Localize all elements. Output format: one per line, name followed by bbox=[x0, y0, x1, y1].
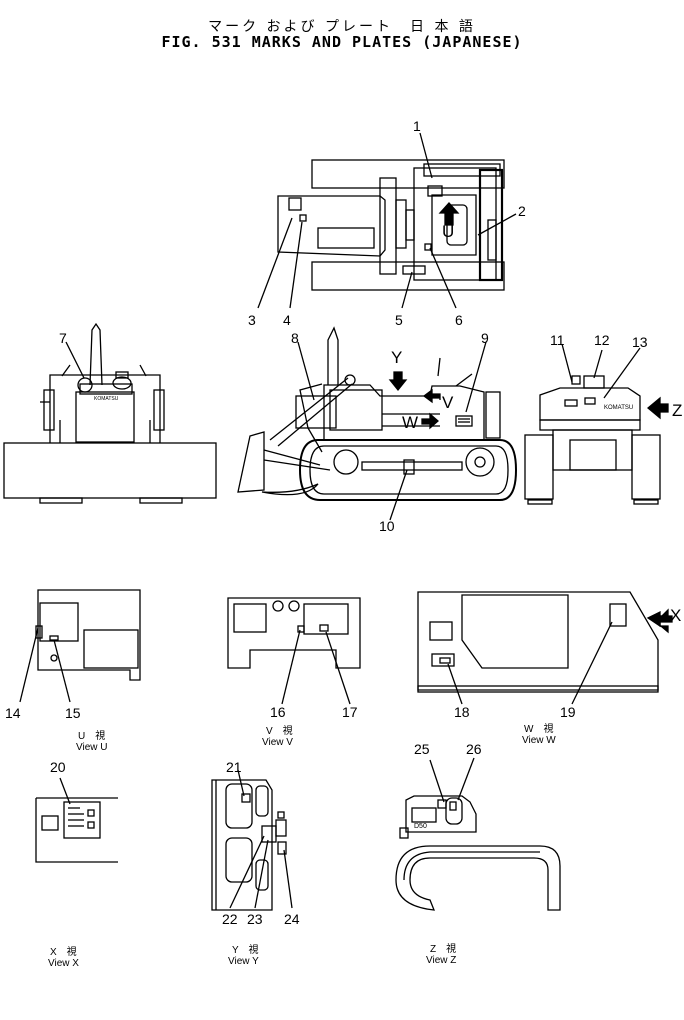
callout-12: 12 bbox=[594, 332, 610, 348]
top-view-drawing bbox=[277, 159, 505, 291]
caption-z: View Z bbox=[426, 955, 456, 966]
caption-z-jp: Z 視 bbox=[430, 942, 456, 955]
caption-x: View X bbox=[48, 958, 79, 969]
front-view-drawing bbox=[3, 322, 217, 504]
view-u-drawing bbox=[35, 589, 141, 681]
figure-title: FIG. 531 MARKS AND PLATES (JAPANESE) bbox=[161, 33, 523, 51]
view-w-drawing bbox=[417, 591, 659, 693]
komatsu-plate-rear: KOMATSU bbox=[604, 405, 633, 411]
caption-w: View W bbox=[522, 735, 556, 746]
view-x-drawing bbox=[35, 797, 118, 863]
callout-5: 5 bbox=[395, 312, 403, 328]
callout-26: 26 bbox=[466, 741, 482, 757]
caption-u-jp: U 視 bbox=[78, 729, 105, 742]
callout-8: 8 bbox=[291, 330, 299, 346]
callout-11: 11 bbox=[550, 332, 565, 348]
callout-19: 19 bbox=[560, 704, 576, 720]
side-view-drawing bbox=[237, 326, 518, 501]
view-v-arrow bbox=[422, 388, 441, 404]
view-letter-x: X bbox=[670, 606, 681, 625]
komatsu-plate-front: KOMATSU bbox=[94, 396, 119, 402]
callout-20: 20 bbox=[50, 759, 66, 775]
callout-6: 6 bbox=[455, 312, 463, 328]
view-u-arrow bbox=[438, 202, 460, 226]
callout-21: 21 bbox=[226, 759, 242, 775]
view-letter-w: W bbox=[402, 413, 418, 432]
rear-view-drawing bbox=[524, 375, 661, 505]
callout-10: 10 bbox=[379, 518, 395, 534]
callout-9: 9 bbox=[481, 330, 489, 346]
caption-v: View V bbox=[262, 737, 293, 748]
caption-v-jp: V 視 bbox=[266, 724, 293, 737]
callout-2: 2 bbox=[518, 203, 526, 219]
callout-1: 1 bbox=[413, 118, 421, 134]
view-z-drawing bbox=[395, 795, 561, 911]
callout-14: 14 bbox=[5, 705, 21, 721]
callout-7: 7 bbox=[59, 330, 67, 346]
view-y-drawing bbox=[211, 779, 287, 911]
callout-25: 25 bbox=[414, 741, 430, 757]
callout-24: 24 bbox=[284, 911, 300, 927]
caption-u: View U bbox=[76, 742, 108, 753]
caption-y-jp: Y 視 bbox=[232, 943, 259, 956]
callout-18: 18 bbox=[454, 704, 470, 720]
view-letter-v: V bbox=[442, 393, 454, 412]
caption-x-jp: X 視 bbox=[50, 945, 77, 958]
d50-plate: D50 bbox=[414, 823, 427, 830]
caption-y: View Y bbox=[228, 956, 259, 967]
view-y-arrow bbox=[388, 371, 408, 392]
callout-17: 17 bbox=[342, 704, 358, 720]
callout-3: 3 bbox=[248, 312, 256, 328]
callout-4: 4 bbox=[283, 312, 291, 328]
callout-15: 15 bbox=[65, 705, 81, 721]
view-letter-y: Y bbox=[391, 348, 402, 367]
callout-23: 23 bbox=[247, 911, 263, 927]
view-letter-u: U bbox=[442, 222, 454, 241]
view-x-arrow bbox=[646, 610, 673, 628]
view-w-arrow bbox=[421, 412, 439, 430]
callout-22: 22 bbox=[222, 911, 238, 927]
callout-16: 16 bbox=[270, 704, 286, 720]
view-z-arrow bbox=[646, 396, 669, 420]
caption-w-jp: W 視 bbox=[524, 722, 553, 735]
callout-13: 13 bbox=[632, 334, 648, 350]
view-letter-z: Z bbox=[672, 401, 682, 420]
figure-title-japanese: マーク および プレート 日 本 語 bbox=[208, 19, 476, 35]
view-v-drawing bbox=[227, 597, 361, 669]
